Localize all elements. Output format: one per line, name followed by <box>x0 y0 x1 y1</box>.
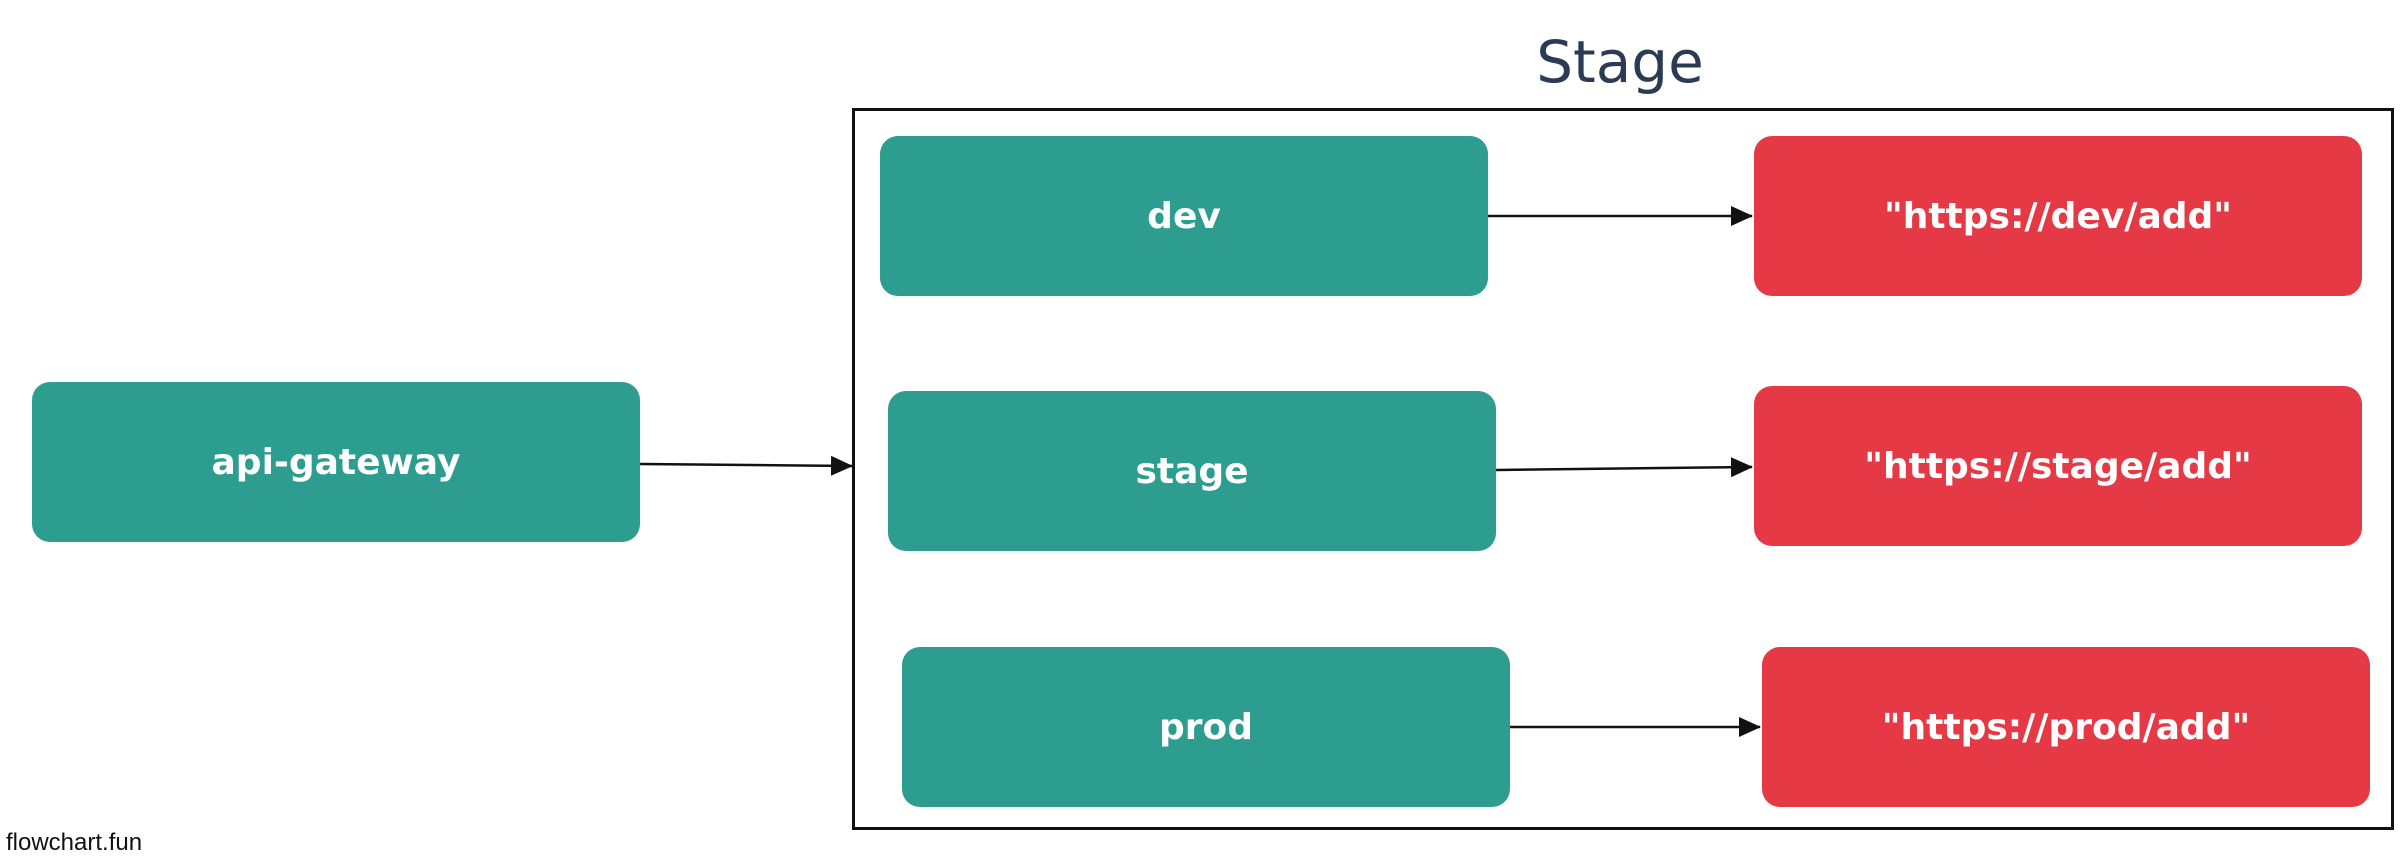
node-dev[interactable]: dev <box>880 136 1488 296</box>
node-stage-label: stage <box>1135 450 1249 492</box>
node-dev-url-label: "https://dev/add" <box>1883 195 2233 237</box>
node-prod-url-label: "https://prod/add" <box>1881 706 2251 748</box>
node-prod-url[interactable]: "https://prod/add" <box>1762 647 2370 807</box>
node-prod-label: prod <box>1158 706 1254 748</box>
group-title: Stage <box>1536 28 1704 96</box>
node-stage-url[interactable]: "https://stage/add" <box>1754 386 2362 546</box>
node-api-gateway[interactable]: api-gateway <box>32 382 640 542</box>
node-api-gateway-label: api-gateway <box>211 441 461 483</box>
node-stage[interactable]: stage <box>888 391 1496 551</box>
watermark-text: flowchart.fun <box>6 829 143 856</box>
node-dev-url[interactable]: "https://dev/add" <box>1754 136 2362 296</box>
edge-api-gateway-to-stage <box>639 455 853 476</box>
node-stage-url-label: "https://stage/add" <box>1864 445 2252 487</box>
stage-group-box <box>852 108 2394 830</box>
node-prod[interactable]: prod <box>902 647 1510 807</box>
node-dev-label: dev <box>1147 195 1221 237</box>
